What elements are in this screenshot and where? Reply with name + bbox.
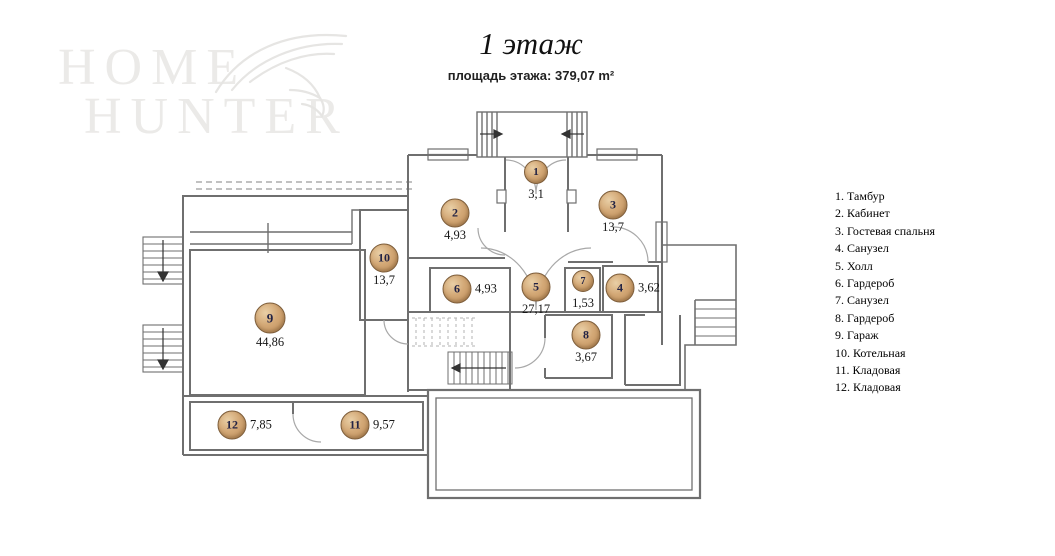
wc4-outline (602, 265, 659, 313)
roof-overhang-dashed (196, 181, 412, 190)
room-legend: 1. Тамбур 2. Кабинет 3. Гостевая спальня… (835, 188, 935, 397)
room-area-label: 3,62 (638, 280, 660, 295)
door-arcs (292, 159, 649, 443)
logo: HOME HUNTER (50, 30, 380, 170)
legend-item: 12. Кладовая (835, 380, 901, 395)
room-number-badge: 7 (572, 270, 594, 292)
room-number-badge: 9 (254, 302, 286, 334)
terrace-outline (426, 388, 702, 500)
room-area-label: 3,1 (528, 187, 544, 201)
room-area-label: 44,86 (255, 335, 285, 349)
room-number-badge: 4 (605, 273, 635, 303)
legend-item: 3. Гостевая спальня (835, 223, 936, 238)
legend-item: 8. Гардероб (835, 310, 895, 325)
room-number-badge: 12 (217, 410, 247, 440)
legend-item: 10. Котельная (835, 345, 906, 360)
legend-item: 7. Санузел (835, 293, 889, 308)
floor-area-subtitle: площадь этажа: 379,07 m² (447, 68, 615, 83)
room-area-label: 27,17 (521, 302, 551, 316)
plan-header: 1 этаж площадь этажа: 379,07 m² (331, 26, 731, 83)
room-number-badge: 10 (369, 243, 399, 273)
room-number-badge: 6 (442, 274, 472, 304)
room-number-badge: 11 (340, 410, 370, 440)
storeroom-band (183, 395, 428, 456)
room-area-label: 7,85 (250, 417, 272, 432)
legend-item: 11. Кладовая (835, 363, 901, 378)
wardrobe6-outline (429, 267, 511, 313)
logo-text-hunter: HUNTER (84, 88, 349, 145)
legend-item: 1. Тамбур (835, 189, 885, 203)
room-area-label: 3,67 (575, 350, 597, 364)
wc7-outline (564, 267, 601, 313)
page-title: 1 этаж (479, 26, 583, 61)
room-number-badge: 2 (440, 198, 470, 228)
eagle-icon (214, 34, 348, 119)
room-area-label: 13,7 (602, 220, 624, 234)
room-area-label: 13,7 (373, 273, 395, 287)
legend-item: 9. Гараж (835, 328, 879, 343)
room-area-label: 9,57 (373, 417, 395, 432)
legend-item: 6. Гардероб (835, 276, 895, 291)
wardrobe8-outline (544, 314, 613, 379)
room-area-label: 1,53 (572, 296, 594, 310)
right-porch (662, 244, 737, 390)
garage-gate (190, 209, 360, 253)
room-number-badge: 3 (598, 190, 628, 220)
room-number-badge: 1 (524, 160, 548, 184)
room-area-label: 4,93 (475, 281, 497, 296)
room-number-badge: 5 (521, 272, 551, 302)
outer-wall-left (182, 195, 408, 455)
room-number-badge: 8 (571, 320, 601, 350)
logo-text-home: HOME (58, 39, 248, 96)
legend-item: 4. Санузел (835, 241, 889, 256)
direction-arrows (156, 129, 584, 373)
legend-item: 2. Кабинет (835, 206, 890, 221)
legend-item: 5. Холл (835, 258, 873, 273)
room-area-label: 4,93 (444, 228, 466, 242)
